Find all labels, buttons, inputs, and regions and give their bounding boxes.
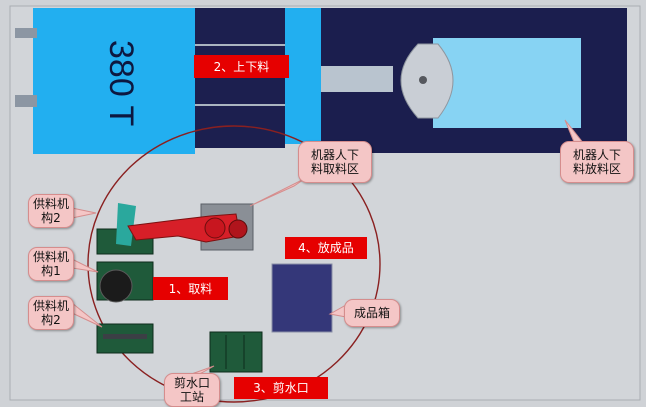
tag-load-unload: 2、上下料 xyxy=(194,55,289,78)
tag-pick: 1、取料 xyxy=(153,277,228,300)
machine-guide-rail-bottom xyxy=(195,104,287,106)
machine-guide-rail-top xyxy=(195,44,287,46)
machine-hopper-center xyxy=(419,76,427,84)
feeder-1-drum xyxy=(99,269,133,303)
callout-robot-pick-zone-pointer xyxy=(249,177,307,207)
feeder-2-top-part xyxy=(116,203,136,246)
robot-base-joint xyxy=(228,219,248,239)
tag-cut-gate: 3、剪水口 xyxy=(234,377,328,399)
machine-clamp-bar xyxy=(321,66,393,92)
injection-machine-body xyxy=(33,8,195,154)
product-box xyxy=(271,263,333,333)
callout-cut-station: 剪水口 工站 xyxy=(164,373,220,407)
robot-reach-circle xyxy=(87,125,381,403)
machine-hopper xyxy=(400,43,454,119)
callout-feeder-2-top: 供料机 构2 xyxy=(28,194,74,228)
callout-robot-drop-zone: 机器人下 料放料区 xyxy=(560,141,634,183)
machine-clamp-panel xyxy=(433,38,581,128)
machine-platen-gap xyxy=(195,8,285,148)
callout-feeder-2-bottom: 供料机 构2 xyxy=(28,296,74,330)
machine-tie-bar-top xyxy=(15,28,37,38)
callout-product-box: 成品箱 xyxy=(344,299,400,327)
callout-robot-pick-zone: 机器人下 料取料区 xyxy=(298,141,372,183)
tag-place-product: 4、放成品 xyxy=(285,237,367,259)
machine-tonnage-label: 380 T xyxy=(102,40,140,126)
feeder-2-bottom-rail xyxy=(103,334,147,339)
machine-moving-platen xyxy=(285,8,321,144)
robot-shoulder-joint xyxy=(204,217,226,239)
callout-feeder-1: 供料机 构1 xyxy=(28,247,74,281)
machine-tie-bar-bottom xyxy=(15,95,37,107)
cut-gate-station-base xyxy=(209,331,263,373)
